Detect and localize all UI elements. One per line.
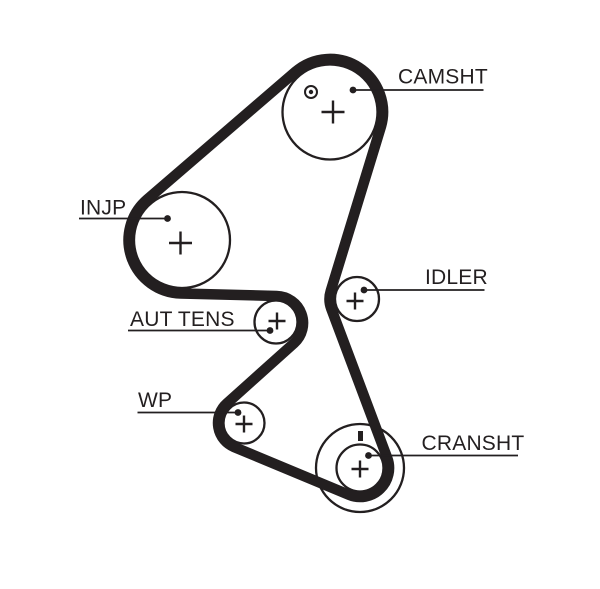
aut-tens-label: AUT TENS [130, 308, 235, 331]
idler-label: IDLER [425, 266, 488, 289]
timing-belt [123, 53, 395, 503]
wp-leader-dot [234, 409, 242, 416]
idler-leader-dot [360, 286, 368, 294]
aut-tens-leader-dot [266, 327, 274, 334]
cransht-label: CRANSHT [422, 432, 525, 455]
injection-pump-center-cross [169, 231, 192, 255]
idler-center-cross [346, 292, 364, 310]
crankshaft-timing-mark-tick [358, 431, 363, 441]
cransht-leader-dot [365, 452, 372, 459]
camshaft-timing-mark-dot [308, 89, 314, 95]
camsht-label: CAMSHT [398, 66, 488, 89]
tensioner-center-cross [268, 312, 286, 330]
camshaft-center-cross [321, 100, 345, 124]
idler-pulley [333, 275, 381, 323]
crankshaft-center-cross [351, 460, 369, 478]
camsht-leader-dot [349, 86, 357, 94]
wp-label: WP [138, 389, 172, 412]
water-pump-center-cross [235, 415, 253, 433]
injp-leader-dot [164, 215, 171, 222]
injection-pump-pulley [132, 190, 232, 290]
injp-label: INJP [80, 197, 126, 220]
